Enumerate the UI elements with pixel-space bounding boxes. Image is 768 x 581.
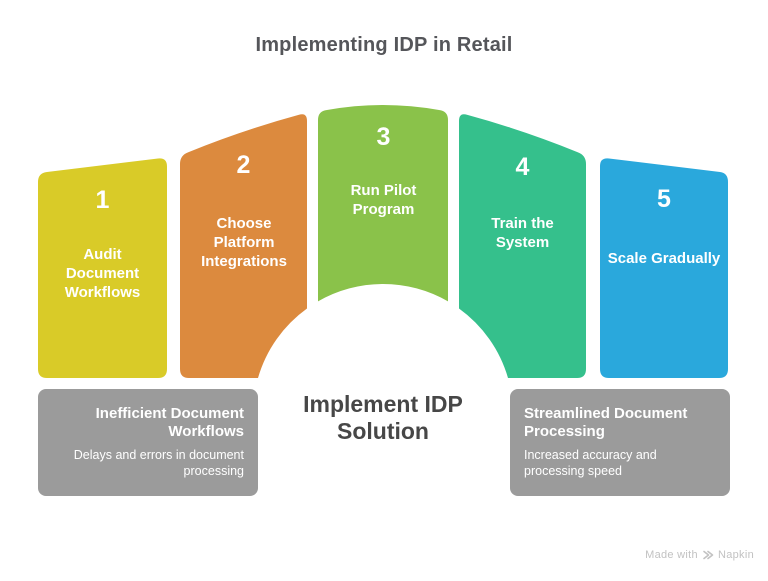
step-4-number: 4	[515, 153, 530, 181]
step-5-label: Scale Gradually	[607, 250, 721, 267]
diagram-title: Implementing IDP in Retail	[255, 34, 513, 56]
step-1-label: Audit Document Workflows	[64, 246, 141, 301]
outcome-note-box: Streamlined Document Processing Increase…	[510, 389, 730, 496]
made-with-text: Made with	[645, 549, 698, 561]
step-3-number: 3	[376, 123, 391, 151]
napkin-brand-text: Napkin	[717, 549, 754, 561]
step-4-shape	[459, 114, 586, 379]
step-3-label: Run Pilot Program	[350, 182, 417, 218]
step-2-number: 2	[236, 151, 251, 179]
step-2-shape	[180, 114, 307, 379]
step-5-number: 5	[657, 185, 671, 213]
step-1-shape	[38, 158, 167, 378]
step-3-shape	[318, 105, 448, 302]
step-2-label: Choose Platform Integrations	[201, 215, 287, 270]
step-5-shape	[600, 158, 728, 378]
made-with-napkin-watermark: Made with Napkin	[645, 549, 754, 561]
problem-note-title: Inefficient Document Workflows	[95, 405, 244, 440]
step-1-number: 1	[95, 186, 110, 214]
outcome-note-title: Streamlined Document Processing	[524, 405, 688, 440]
outcome-note-description: Increased accuracy and processing speed	[524, 448, 657, 478]
step-4-label: Train the System	[491, 215, 554, 251]
problem-note-box: Inefficient Document Workflows Delays an…	[38, 389, 258, 496]
problem-note-description: Delays and errors in document processing	[73, 448, 244, 478]
napkin-logo-icon	[702, 549, 714, 561]
center-solution-label: Implement IDP Solution	[303, 391, 463, 444]
